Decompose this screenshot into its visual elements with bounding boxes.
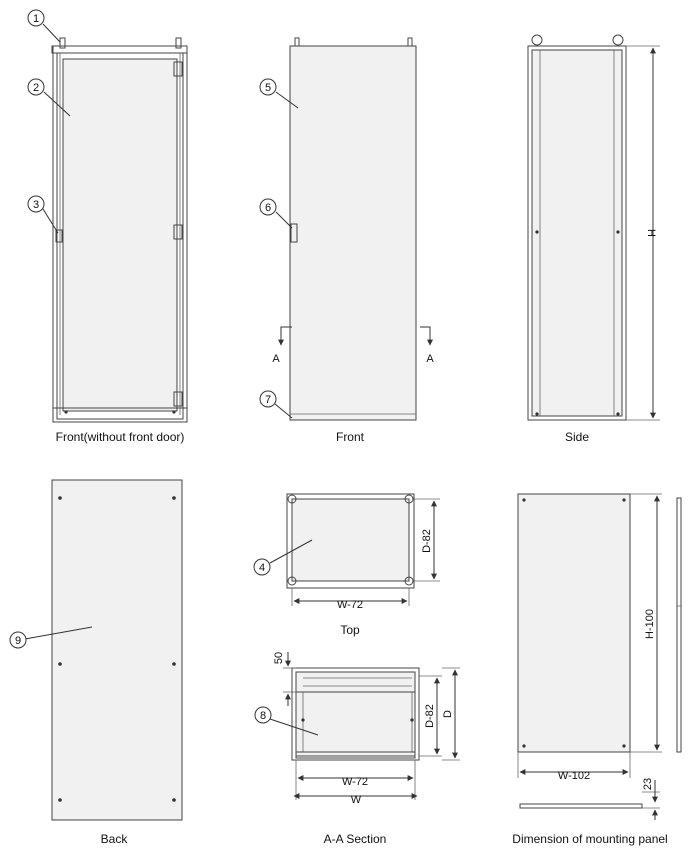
callout-7: 7 — [265, 394, 271, 406]
callout-5: 5 — [265, 82, 271, 94]
caption-top: Top — [340, 623, 360, 637]
view-mounting-panel: H-100 W-102 23 Dimension of mounting pan… — [512, 493, 682, 846]
callout-3-circle — [27, 195, 45, 213]
callout-4: 4 — [259, 562, 265, 574]
callout-4-circle — [253, 558, 271, 576]
top-width-label: W-72 — [337, 599, 363, 611]
caption-front-without-door: Front(without front door) — [56, 430, 185, 444]
section-inner-width-label: W-72 — [342, 776, 368, 788]
caption-mounting-panel: Dimension of mounting panel — [512, 832, 667, 846]
callout-3: 3 — [33, 199, 39, 211]
section-marker-left: A — [272, 353, 280, 365]
section-depth-label: D — [442, 710, 454, 718]
callout-2: 2 — [33, 82, 39, 94]
callout-8: 8 — [260, 710, 266, 722]
view-back: 9 Back — [9, 479, 183, 846]
callout-9: 9 — [15, 635, 21, 647]
section-inner-depth-label: D-82 — [424, 704, 436, 728]
callout-6: 6 — [265, 202, 271, 214]
view-front-without-door: 1 2 3 Front(without front door) — [27, 9, 188, 444]
view-top: D-82 W-72 4 Top — [253, 493, 440, 637]
section-width-label: W — [351, 794, 362, 806]
view-front: A A 5 6 7 Front — [259, 37, 434, 444]
caption-back: Back — [101, 832, 129, 846]
callout-8-circle — [254, 706, 272, 724]
side-height-label: H — [645, 229, 657, 237]
view-side: H Side — [527, 34, 660, 444]
view-section-aa: 50 D-82 D W-72 W 8 A-A Section — [254, 652, 460, 846]
callout-5-circle — [259, 78, 277, 96]
caption-front: Front — [336, 430, 365, 444]
section-marker-right: A — [426, 353, 434, 365]
mounting-thickness-label: 23 — [642, 778, 654, 790]
mounting-height-label: H-100 — [644, 609, 656, 639]
callout-7-circle — [259, 390, 277, 408]
caption-side: Side — [565, 430, 589, 444]
top-depth-label: D-82 — [421, 529, 433, 553]
mounting-width-label: W-102 — [558, 770, 590, 782]
callout-6-circle — [259, 198, 277, 216]
caption-section: A-A Section — [324, 832, 387, 846]
callout-1: 1 — [33, 13, 39, 25]
callout-1-circle — [27, 9, 45, 27]
callout-9-circle — [9, 631, 27, 649]
section-top-label: 50 — [273, 652, 285, 664]
callout-2-circle — [27, 78, 45, 96]
